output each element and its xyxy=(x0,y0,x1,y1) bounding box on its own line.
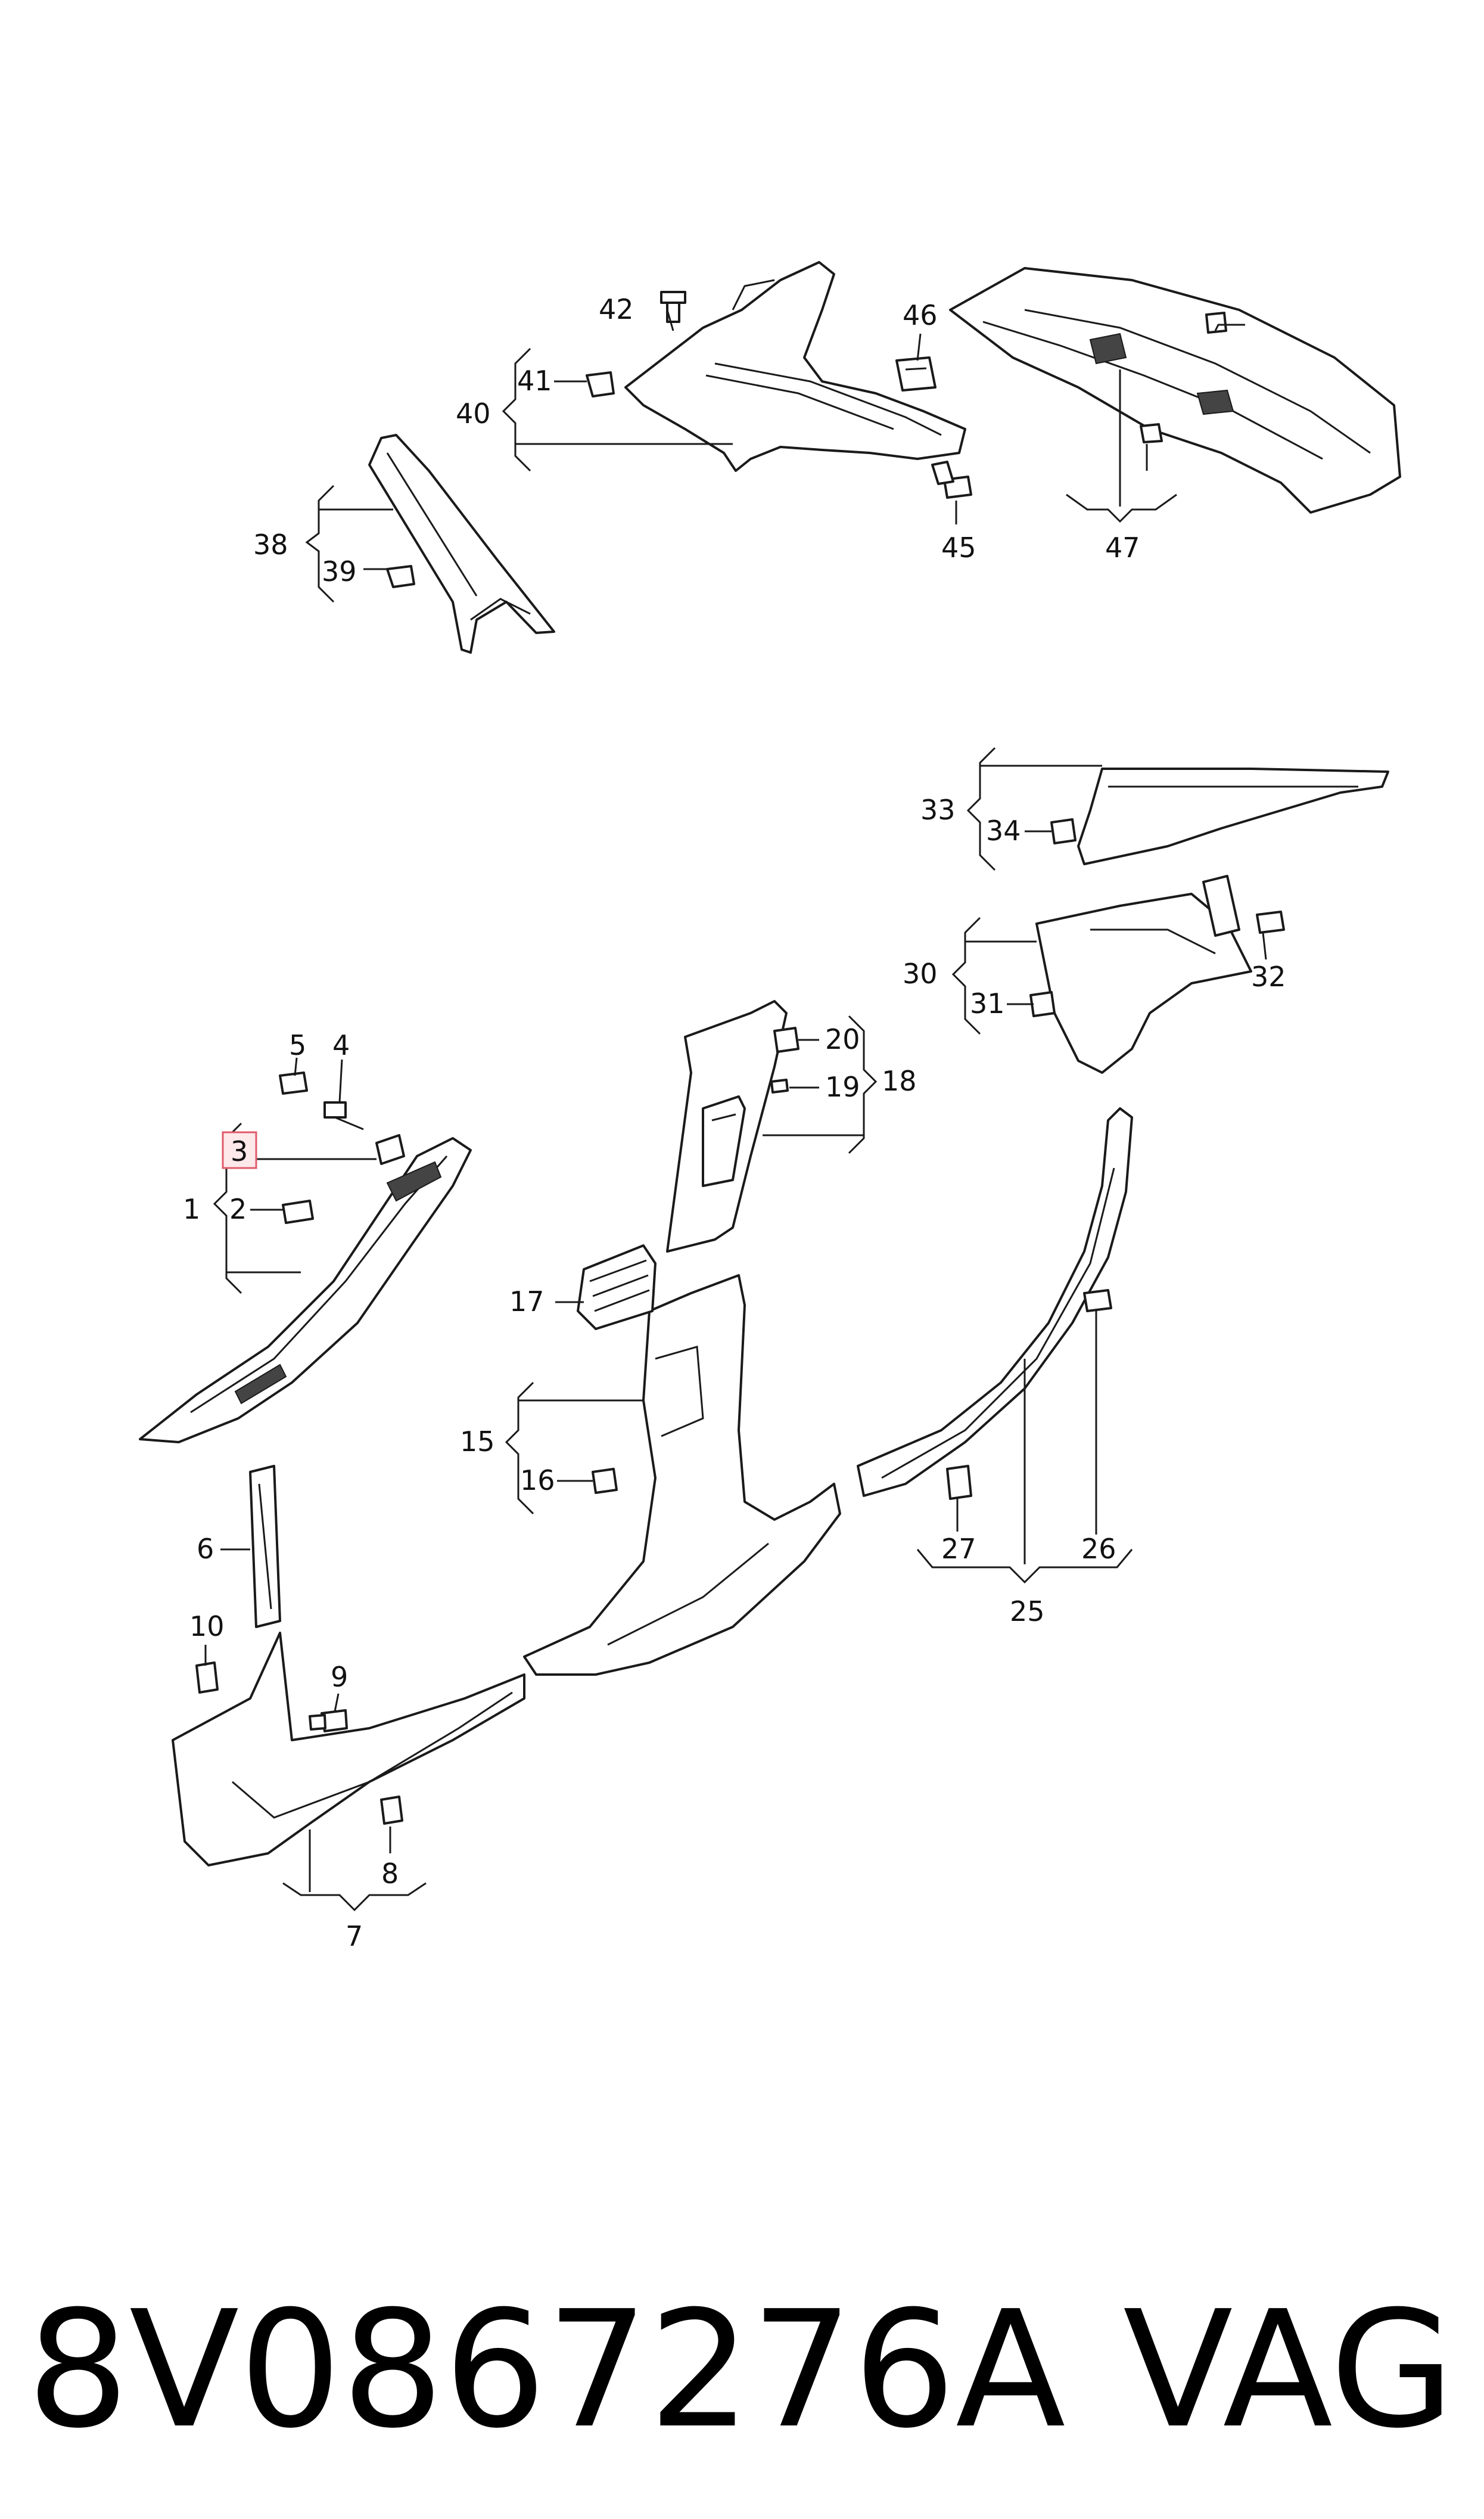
part-17-bracket xyxy=(577,1244,657,1330)
brand-name: VAG xyxy=(1123,2276,1455,2464)
callout-10: 10 xyxy=(189,1610,225,1642)
callout-8: 8 xyxy=(381,1858,399,1890)
part-2-clip xyxy=(282,1200,314,1224)
part-31-clip xyxy=(1029,991,1056,1017)
callout-6: 6 xyxy=(197,1533,214,1565)
part-38-upper-trim xyxy=(624,261,966,472)
part-16-clip xyxy=(592,1468,618,1494)
part-1-a-pillar-trim xyxy=(139,1137,472,1443)
callout-38: 40 xyxy=(456,397,491,430)
callout-17: 17 xyxy=(509,1285,545,1318)
callout-3: 3 xyxy=(231,1135,248,1167)
part-36-pillar-trim xyxy=(368,434,555,654)
callout-42: 46 xyxy=(903,299,938,331)
part-3-grille xyxy=(375,1134,405,1165)
callout-30: 30 xyxy=(903,958,938,990)
part-27-clip xyxy=(946,1465,972,1500)
part-8-clip xyxy=(380,1796,403,1825)
leader-lines xyxy=(204,309,1267,1912)
callout-33: 33 xyxy=(920,794,956,826)
part-37-clip xyxy=(386,565,415,588)
part-20-clip xyxy=(773,1027,799,1053)
part-18-b-pillar-upper xyxy=(666,1000,788,1253)
callout-40: 42 xyxy=(599,293,634,325)
callout-41: 45 xyxy=(941,532,976,564)
part-25-sill-rear xyxy=(857,1107,1133,1497)
part-number: 8V0867276A xyxy=(27,2276,1066,2464)
callout-15: 15 xyxy=(460,1425,495,1458)
part-15-b-pillar-lower xyxy=(523,1274,841,1676)
callout-34: 34 xyxy=(986,815,1021,847)
callout-18: 18 xyxy=(882,1065,917,1097)
callout-2: 2 xyxy=(229,1193,247,1225)
part-6-strip xyxy=(249,1465,281,1628)
callout-37: 39 xyxy=(322,555,357,588)
callout-32: 32 xyxy=(1251,961,1286,993)
part-40-screw xyxy=(660,291,686,323)
callout-16: 16 xyxy=(520,1464,555,1496)
callout-7: 7 xyxy=(346,1920,363,1952)
callout-36: 38 xyxy=(253,529,288,561)
part-19-clip xyxy=(770,1079,789,1094)
callout-5: 5 xyxy=(289,1029,306,1061)
callout-3-highlight xyxy=(222,1131,257,1169)
part-9-screw xyxy=(309,1709,348,1732)
part-32-clip xyxy=(1256,911,1285,934)
part-4-screw xyxy=(323,1101,364,1130)
part-5-screw xyxy=(279,1071,308,1095)
callout-26: 26 xyxy=(1081,1533,1116,1565)
part-46-clip xyxy=(1140,423,1163,443)
callout-45: 47 xyxy=(1105,532,1140,564)
part-47-clip xyxy=(1205,312,1227,334)
part-39-clip xyxy=(586,371,615,397)
callout-20: 20 xyxy=(825,1023,860,1055)
callout-1: 1 xyxy=(183,1193,200,1225)
callout-39: 41 xyxy=(517,365,552,397)
part-34-clip xyxy=(1050,818,1077,844)
part-7-sill-trim xyxy=(172,1632,525,1866)
part-45-rear-trim xyxy=(949,267,1401,514)
part-41-screw xyxy=(931,461,972,499)
part-26-clip xyxy=(1083,1289,1112,1312)
part-10-clip xyxy=(195,1661,219,1694)
callout-4: 4 xyxy=(332,1029,350,1061)
callout-25: 25 xyxy=(1010,1595,1045,1627)
part-33-upper-trim xyxy=(1077,768,1389,865)
callout-31: 31 xyxy=(970,987,1005,1020)
callout-19: 19 xyxy=(825,1071,860,1103)
part-42-clip xyxy=(895,356,937,392)
callout-labels: 38 39 40 41 42 45 46 47 5 4 3 1 2 6 10 9… xyxy=(183,293,1286,1952)
callout-9: 9 xyxy=(331,1661,348,1693)
part-30-c-pillar-lower xyxy=(1035,875,1252,1074)
callout-27: 27 xyxy=(941,1533,976,1565)
